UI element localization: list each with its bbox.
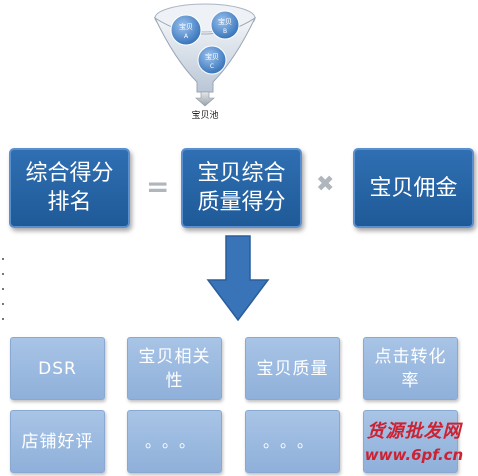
watermark: 货源批发网 www.6pf.cn bbox=[352, 420, 476, 474]
factor-dsr: DSR bbox=[10, 337, 105, 400]
commission-label: 宝贝佣金 bbox=[369, 175, 458, 201]
equals-sign: = bbox=[146, 170, 170, 203]
funnel-item-b: 宝贝 B bbox=[210, 10, 240, 40]
down-arrow bbox=[206, 235, 270, 322]
watermark-line2: www.6pf.cn bbox=[364, 446, 464, 464]
funnel-item-a-sub: A bbox=[184, 33, 189, 40]
overall-rank-line2: 排名 bbox=[47, 190, 92, 215]
factor-blank bbox=[363, 410, 458, 473]
funnel-item-a: 宝贝 A bbox=[170, 14, 202, 46]
factor-store-rating: 店铺好评 bbox=[10, 410, 105, 473]
funnel-diagram: 宝贝 A 宝贝 B 宝贝 C 宝贝池 bbox=[153, 3, 257, 121]
factor-quality-label: 宝贝质量 bbox=[256, 358, 329, 379]
factor-more-1-label: 。。。 bbox=[144, 431, 204, 451]
factor-conversion-label: 点击转化 率 bbox=[374, 346, 447, 391]
overall-rank-box: 综合得分 排名 bbox=[9, 148, 130, 228]
funnel-item-c: 宝贝 C bbox=[197, 45, 227, 75]
factor-more-1: 。。。 bbox=[127, 410, 222, 473]
factor-dsr-label: DSR bbox=[38, 358, 77, 379]
factor-relevance-label: 宝贝相关 性 bbox=[138, 346, 211, 391]
factor-more-2-label: 。。。 bbox=[262, 431, 322, 451]
margin-marks bbox=[2, 258, 8, 333]
funnel-item-c-sub: C bbox=[210, 63, 214, 70]
funnel-output-arrow bbox=[195, 91, 215, 107]
quality-score-box: 宝贝综合 质量得分 bbox=[181, 148, 302, 228]
overall-rank-line1: 综合得分 bbox=[25, 161, 114, 186]
factor-quality: 宝贝质量 bbox=[245, 337, 340, 400]
funnel-item-c-label: 宝贝 bbox=[205, 52, 219, 61]
multiply-sign: ✖ bbox=[316, 172, 335, 197]
funnel-item-a-label: 宝贝 bbox=[179, 22, 193, 31]
factor-relevance: 宝贝相关 性 bbox=[127, 337, 222, 400]
watermark-line1: 货源批发网 bbox=[366, 421, 462, 442]
commission-box: 宝贝佣金 bbox=[353, 148, 474, 228]
funnel-output-label: 宝贝池 bbox=[191, 109, 218, 121]
factor-conversion: 点击转化 率 bbox=[363, 337, 458, 400]
funnel-item-b-sub: B bbox=[223, 28, 227, 35]
quality-score-line1: 宝贝综合 bbox=[197, 161, 286, 186]
factor-store-rating-label: 店铺好评 bbox=[21, 431, 94, 452]
quality-score-line2: 质量得分 bbox=[197, 190, 286, 215]
factor-more-2: 。。。 bbox=[245, 410, 340, 473]
funnel-item-b-label: 宝贝 bbox=[218, 17, 232, 26]
